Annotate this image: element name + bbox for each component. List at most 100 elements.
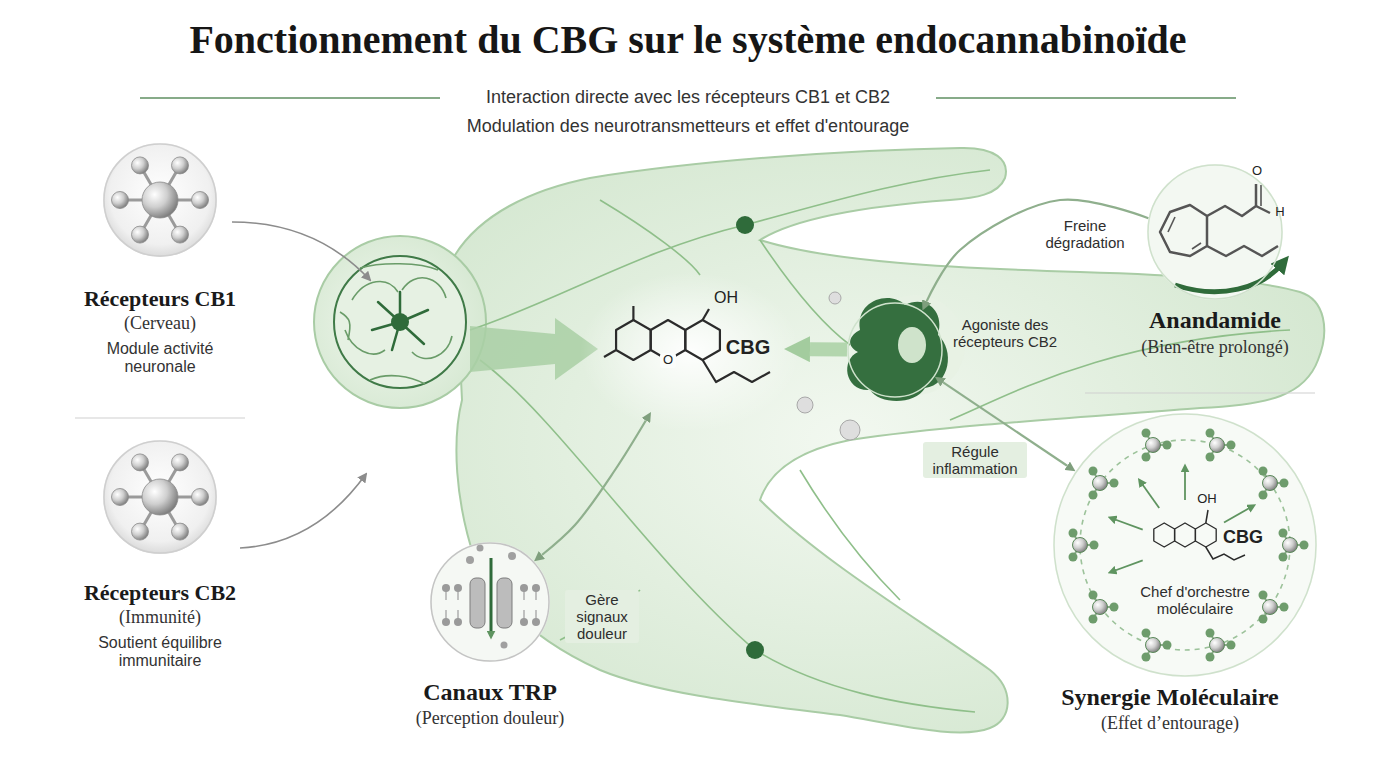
divider-line — [75, 417, 245, 418]
anandamide-illustration — [1175, 264, 1282, 292]
node-outline — [104, 441, 216, 553]
brain-illustration — [334, 256, 466, 388]
brain-illustration — [334, 256, 466, 388]
node-outline — [848, 303, 942, 397]
brain-illustration — [345, 330, 385, 354]
synergy-illustration — [1142, 429, 1172, 462]
synergy-illustration — [1053, 413, 1317, 677]
trp-channel-illustration — [442, 618, 450, 626]
node-description: Soutient équilibre immunitaire — [85, 634, 235, 670]
synergy-illustration — [1259, 591, 1289, 624]
anandamide-node: Anandamide(Bien-être prolongé) — [1147, 164, 1283, 300]
cbg-molecule — [685, 320, 720, 360]
cbg-molecule — [580, 272, 800, 432]
brain-illustration — [352, 282, 398, 300]
synergy-illustration — [1154, 523, 1175, 547]
trp-channel-illustration — [508, 552, 516, 560]
synergy-illustration — [1069, 529, 1099, 562]
cbg-molecule — [632, 306, 634, 320]
trp-channel-illustration — [490, 558, 493, 636]
node-outline — [847, 302, 943, 398]
anandamide-illustration — [1192, 243, 1201, 249]
molecule-name: CBG — [722, 336, 774, 359]
node-outline — [104, 144, 216, 256]
node-outline — [1054, 414, 1316, 676]
divider-line — [1085, 392, 1315, 393]
synergy-illustration — [1184, 467, 1186, 500]
channel-node: Canaux TRP(Perception douleur) — [430, 542, 550, 662]
brain-illustration — [370, 376, 425, 384]
cell-particle — [797, 397, 813, 413]
receptor-icon — [112, 157, 209, 243]
node-subheading: (Effet d’entourage) — [1040, 713, 1300, 734]
node-subheading: (Perception douleur) — [370, 708, 610, 729]
trp-channel-illustration — [454, 618, 462, 626]
anandamide-illustration — [1207, 184, 1256, 216]
cell-particle — [829, 292, 841, 304]
brain-illustration — [360, 264, 438, 270]
synergy-illustration — [1111, 467, 1253, 572]
atom-label: O — [660, 353, 676, 368]
synergy-illustration — [1080, 440, 1290, 650]
atom-label: OH — [709, 289, 743, 307]
node-subheading: (Bien-être prolongé) — [1095, 337, 1335, 358]
node-description: Agoniste des récepteurs CB2 — [943, 316, 1067, 350]
molecule-node: CBG — [598, 284, 784, 412]
synergy-illustration — [1259, 467, 1289, 500]
pointer-arrow — [240, 474, 366, 548]
nerve-node — [736, 216, 754, 234]
node-heading: Récepteurs CB1 — [45, 286, 275, 312]
synergy-illustration — [1053, 413, 1317, 677]
connectors — [542, 200, 1149, 555]
node-outline — [1147, 164, 1283, 300]
trp-channel-illustration — [497, 578, 512, 628]
node-outline — [431, 543, 549, 661]
atom-label: H — [1273, 205, 1287, 220]
trp-channel-illustration — [454, 584, 462, 592]
trp-channel-illustration — [466, 556, 474, 564]
cbg-molecule — [616, 320, 651, 360]
trp-channel-illustration — [501, 642, 508, 649]
receptor-icon — [103, 143, 217, 257]
flow-wedge — [470, 318, 598, 380]
node-subheading: (Immunité) — [60, 607, 260, 628]
subtitle: Interaction directe avec les récepteurs … — [378, 87, 998, 108]
brain-illustration — [372, 292, 428, 350]
synergy-illustration — [1206, 629, 1236, 662]
node-outline — [1148, 165, 1282, 299]
body-silhouette — [314, 236, 486, 408]
node-heading: Synergie Moléculaire — [1010, 684, 1330, 711]
synergy-illustration — [1206, 429, 1236, 462]
trp-channel-illustration — [470, 578, 485, 628]
nerve-lines — [600, 200, 700, 275]
immune-cell — [898, 327, 926, 363]
edge-label: Freine dégradation — [1033, 216, 1137, 252]
pointer-arrow — [232, 222, 370, 548]
synergy-node: CBGChef d'orchestre moléculaireSynergie … — [1053, 413, 1317, 677]
receptor-node: Récepteurs CB2(Immunité)Soutient équilib… — [103, 440, 217, 554]
subtitle: Modulation des neurotransmetteurs et eff… — [378, 116, 998, 137]
divider-line — [75, 393, 1315, 418]
synergy-illustration — [1140, 481, 1159, 508]
node-heading: Anandamide — [1095, 307, 1335, 334]
atom-label: O — [1249, 164, 1265, 179]
trp-channel-illustration — [442, 584, 450, 592]
anandamide-illustration — [1168, 217, 1175, 232]
flow-wedge — [470, 318, 598, 380]
synergy-illustration — [1175, 523, 1196, 547]
nerve-lines — [800, 470, 900, 600]
brain-illustration — [340, 264, 452, 384]
cell-node: Agoniste des récepteurs CB2 — [847, 302, 943, 398]
cell-particle — [840, 420, 860, 440]
trp-channel-illustration — [520, 618, 528, 626]
node-outline — [103, 143, 217, 257]
body-silhouette — [314, 148, 1324, 733]
cbg-molecule — [703, 309, 709, 320]
node-heading: Canaux TRP — [370, 679, 610, 706]
brain-illustration — [340, 312, 350, 340]
diagram-title: Fonctionnement du CBG sur le système end… — [38, 16, 1338, 63]
edge-label: Régule inflammation — [923, 442, 1027, 478]
